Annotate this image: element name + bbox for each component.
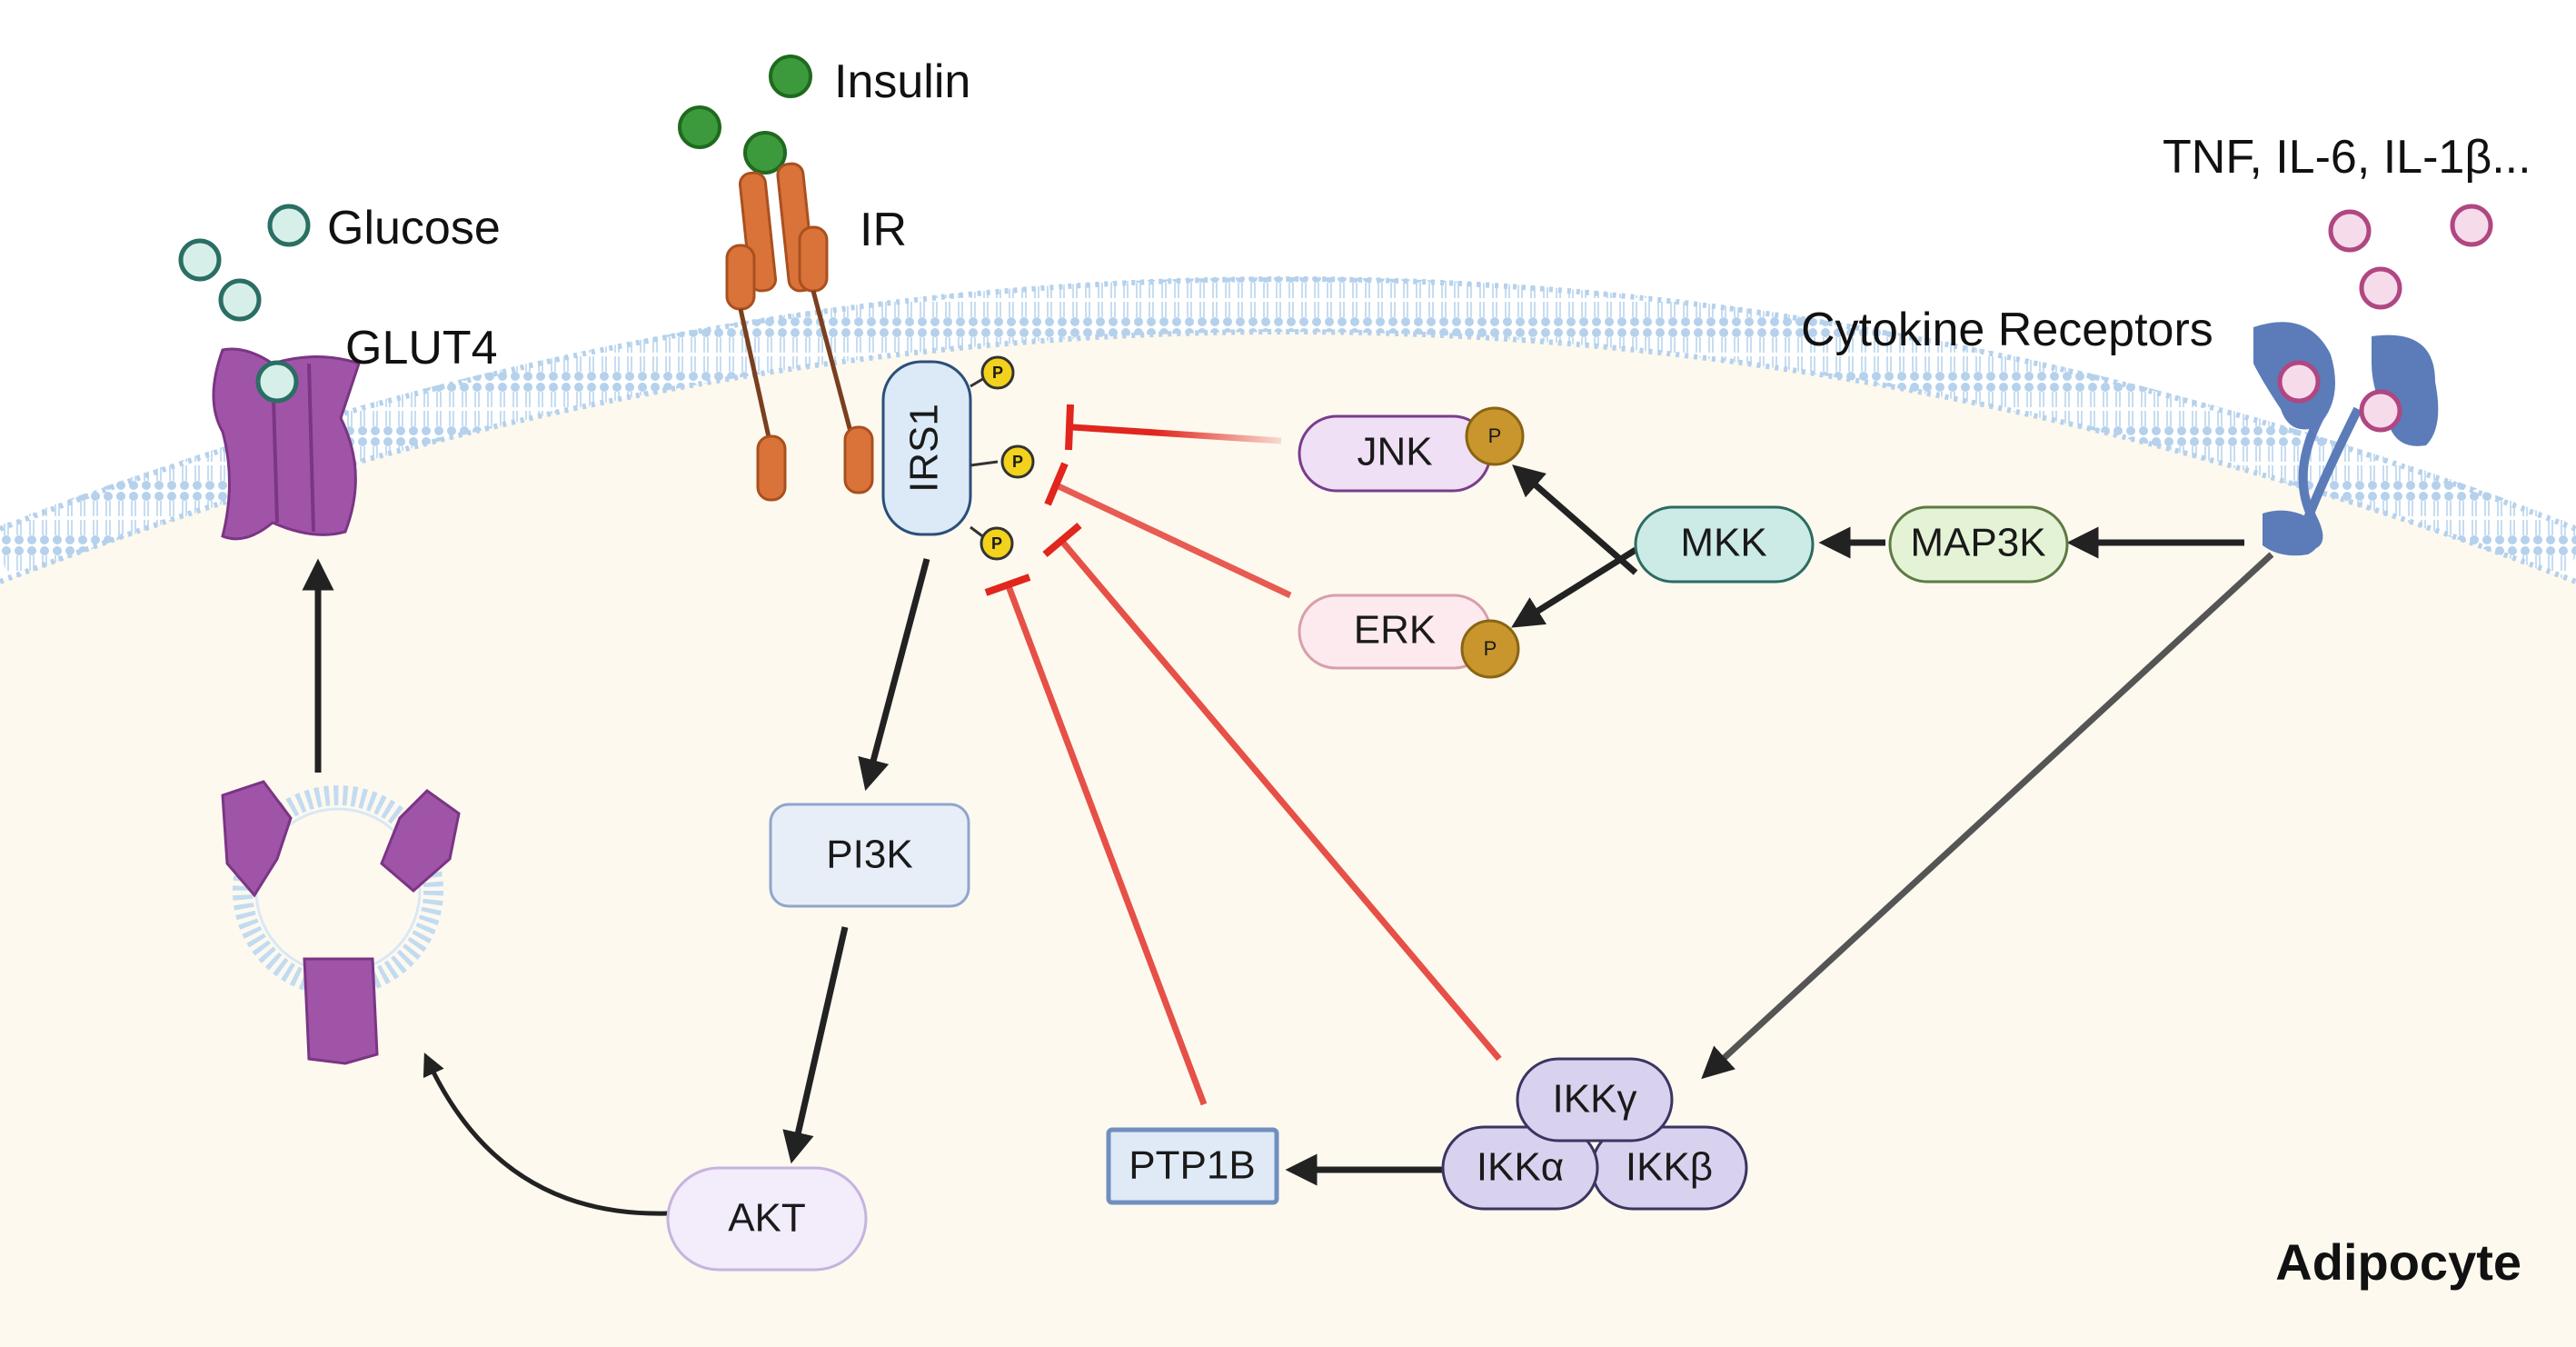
cytokine-receptor: [2253, 322, 2439, 556]
phospho-site: P: [1000, 444, 1035, 479]
insulin-receptor: [725, 162, 874, 502]
inhibition-ptp1b-irs1: [984, 574, 1208, 1106]
ikk-alpha-label: IKKα: [1477, 1145, 1564, 1190]
erk-label: ERK: [1354, 608, 1436, 653]
arrow-mkk-erk: [1511, 547, 1637, 628]
insulin-molecule: [769, 55, 812, 98]
ikk-complex: IKKγ IKKα IKKβ: [1441, 1057, 1748, 1211]
akt-label: AKT: [728, 1196, 806, 1241]
insulin-molecule: [743, 131, 787, 175]
cytokine-molecule: [2328, 209, 2372, 253]
glucose-molecule: [218, 278, 262, 322]
erk-node: ERK P: [1298, 594, 1520, 679]
svg-text:P: P: [992, 364, 1003, 382]
arrow-akt-vesicle: [423, 1053, 669, 1216]
jnk-label: JNK: [1357, 430, 1432, 474]
membrane-inner-edge: [0, 329, 2576, 584]
irs1-node: IRS1: [881, 360, 999, 543]
svg-text:P: P: [1488, 424, 1502, 447]
arrow-pi3k-akt: [782, 926, 849, 1164]
svg-text:P: P: [1012, 453, 1023, 471]
ikk-gamma-label: IKKγ: [1553, 1077, 1637, 1122]
mkk-node: MKK: [1634, 505, 1815, 584]
glucose-molecule: [178, 238, 222, 282]
glut4-label: GLUT4: [345, 322, 498, 374]
glucose-label: Glucose: [327, 202, 501, 254]
jnk-node: JNK P: [1298, 406, 1525, 493]
ptp1b-label: PTP1B: [1129, 1143, 1255, 1188]
mkk-label: MKK: [1680, 521, 1766, 565]
insulin-molecule: [678, 105, 721, 149]
akt-node: AKT: [666, 1166, 868, 1272]
map3k-node: MAP3K: [1888, 505, 2069, 584]
membrane-outer-edge: [0, 276, 2576, 532]
cytokine-molecule: [2359, 266, 2402, 310]
arrow-mkk-jnk: [1512, 464, 1638, 575]
ir-label: IR: [860, 204, 907, 256]
cytokine-molecule: [2450, 204, 2493, 247]
svg-text:P: P: [1484, 637, 1497, 660]
arrow-irs1-pi3k: [858, 558, 930, 792]
inhibition-ikk-irs1: [1042, 522, 1502, 1062]
ptp1b-node: PTP1B: [1106, 1127, 1279, 1205]
glucose-molecule: [267, 204, 311, 247]
phospho-site: [1465, 406, 1525, 466]
insulin-label: Insulin: [834, 55, 970, 108]
cytoplasm: [0, 332, 2576, 1347]
cell-membrane: [0, 277, 2576, 580]
cell-label: Adipocyte: [2275, 1233, 2521, 1291]
phospho-site: P: [980, 526, 1014, 561]
arrow-receptor-ikk: [1701, 552, 2274, 1080]
pi3k-label: PI3K: [826, 833, 912, 877]
cytokines-label: TNF, IL-6, IL-1β...: [2163, 131, 2531, 184]
glut4-vesicle: [221, 780, 461, 1065]
glut4-transporter: [212, 347, 361, 541]
svg-text:P: P: [991, 534, 1002, 553]
inhibition-jnk-irs1: [1065, 404, 1282, 451]
pi3k-node: PI3K: [769, 803, 970, 908]
cytokine-receptors-label: Cytokine Receptors: [1801, 304, 2213, 356]
inhibition-erk-irs1: [1044, 462, 1292, 599]
map3k-label: MAP3K: [1910, 521, 2045, 565]
phospho-site: P: [980, 355, 1015, 390]
ikk-beta-label: IKKβ: [1626, 1145, 1713, 1190]
irs1-label: IRS1: [902, 404, 947, 493]
phospho-site: [1460, 619, 1520, 679]
